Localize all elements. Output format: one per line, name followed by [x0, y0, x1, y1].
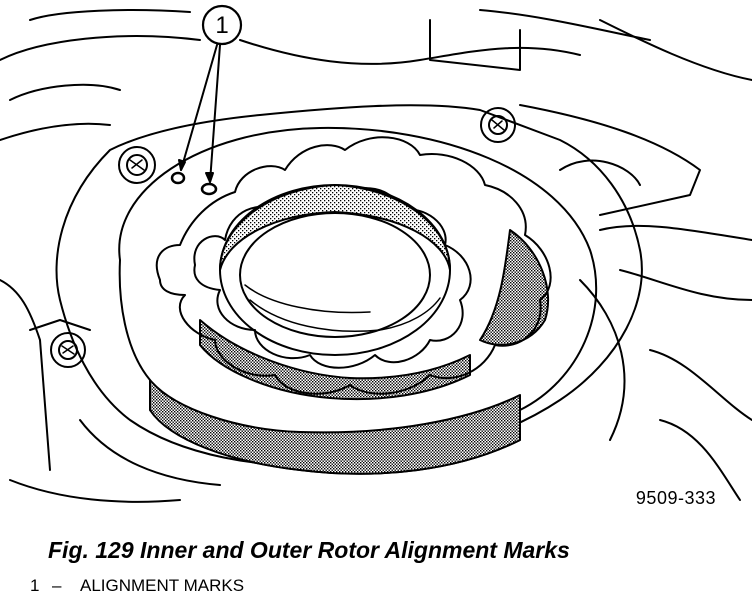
outer-rotor: [155, 136, 552, 395]
legend-separator: –: [52, 576, 62, 595]
figure-number: 9509-333: [635, 488, 716, 508]
bolt-hole-lower-left: [50, 332, 86, 368]
alignment-mark-inner: [200, 182, 218, 196]
figure-caption: Fig. 129 Inner and Outer Rotor Alignment…: [48, 537, 570, 563]
bore-inner-ring: [239, 212, 431, 338]
bolt-hole-upper-left: [118, 146, 156, 184]
legend-number: 1: [30, 576, 40, 595]
outer-rotor-shaded-bottom: [199, 319, 471, 401]
callout-number: 1: [215, 12, 228, 39]
oil-pump-rotor-illustration: 1: [0, 4, 752, 503]
bore-shaded-wall: [219, 184, 451, 271]
callout-balloon: [201, 4, 243, 46]
alignment-mark-outer: [170, 171, 186, 185]
bolt-hole-upper-right: [480, 107, 516, 143]
callout-leader-line: [209, 44, 221, 183]
engine-block-contours: [0, 9, 752, 503]
pump-body-shaded-wall: [149, 379, 521, 475]
callout-leader-line: [180, 44, 218, 171]
legend-label: ALIGNMENT MARKS: [80, 576, 245, 595]
legend-item: 1–ALIGNMENT MARKS: [30, 576, 244, 596]
